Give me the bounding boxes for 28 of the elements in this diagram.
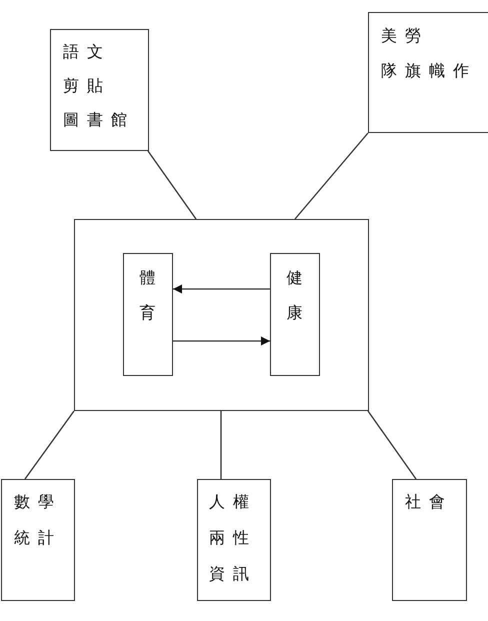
- box-text: 兩性: [209, 529, 257, 549]
- connector-line: [367, 410, 417, 480]
- text-box: [270, 252, 320, 376]
- text-box: [50, 29, 149, 151]
- text-box: [122, 252, 173, 376]
- connector-line: [147, 150, 197, 220]
- arrow: [173, 336, 270, 346]
- arrow: [173, 284, 270, 294]
- box-text: 健康: [286, 268, 303, 324]
- box-text: 剪貼: [63, 76, 111, 97]
- box-text: 統計: [14, 528, 62, 549]
- box-text: 體育: [140, 268, 156, 324]
- connector-line: [220, 411, 222, 479]
- frame-box: [74, 219, 369, 411]
- box-text: 數學: [14, 493, 62, 513]
- connector-line: [24, 410, 75, 480]
- text-box: [368, 12, 488, 133]
- text-box: [197, 479, 271, 601]
- box-text: 語文: [63, 42, 111, 63]
- box-text: 資訊: [209, 564, 257, 585]
- connector-line: [294, 132, 368, 220]
- box-text: 圖書館: [63, 110, 135, 131]
- box-text: 人權: [209, 493, 257, 513]
- box-text: 社會: [405, 492, 453, 513]
- box-text: 美勞: [381, 26, 429, 47]
- text-box: [392, 479, 467, 601]
- text-box: [1, 479, 75, 601]
- box-text: 隊旗幟作: [381, 62, 477, 82]
